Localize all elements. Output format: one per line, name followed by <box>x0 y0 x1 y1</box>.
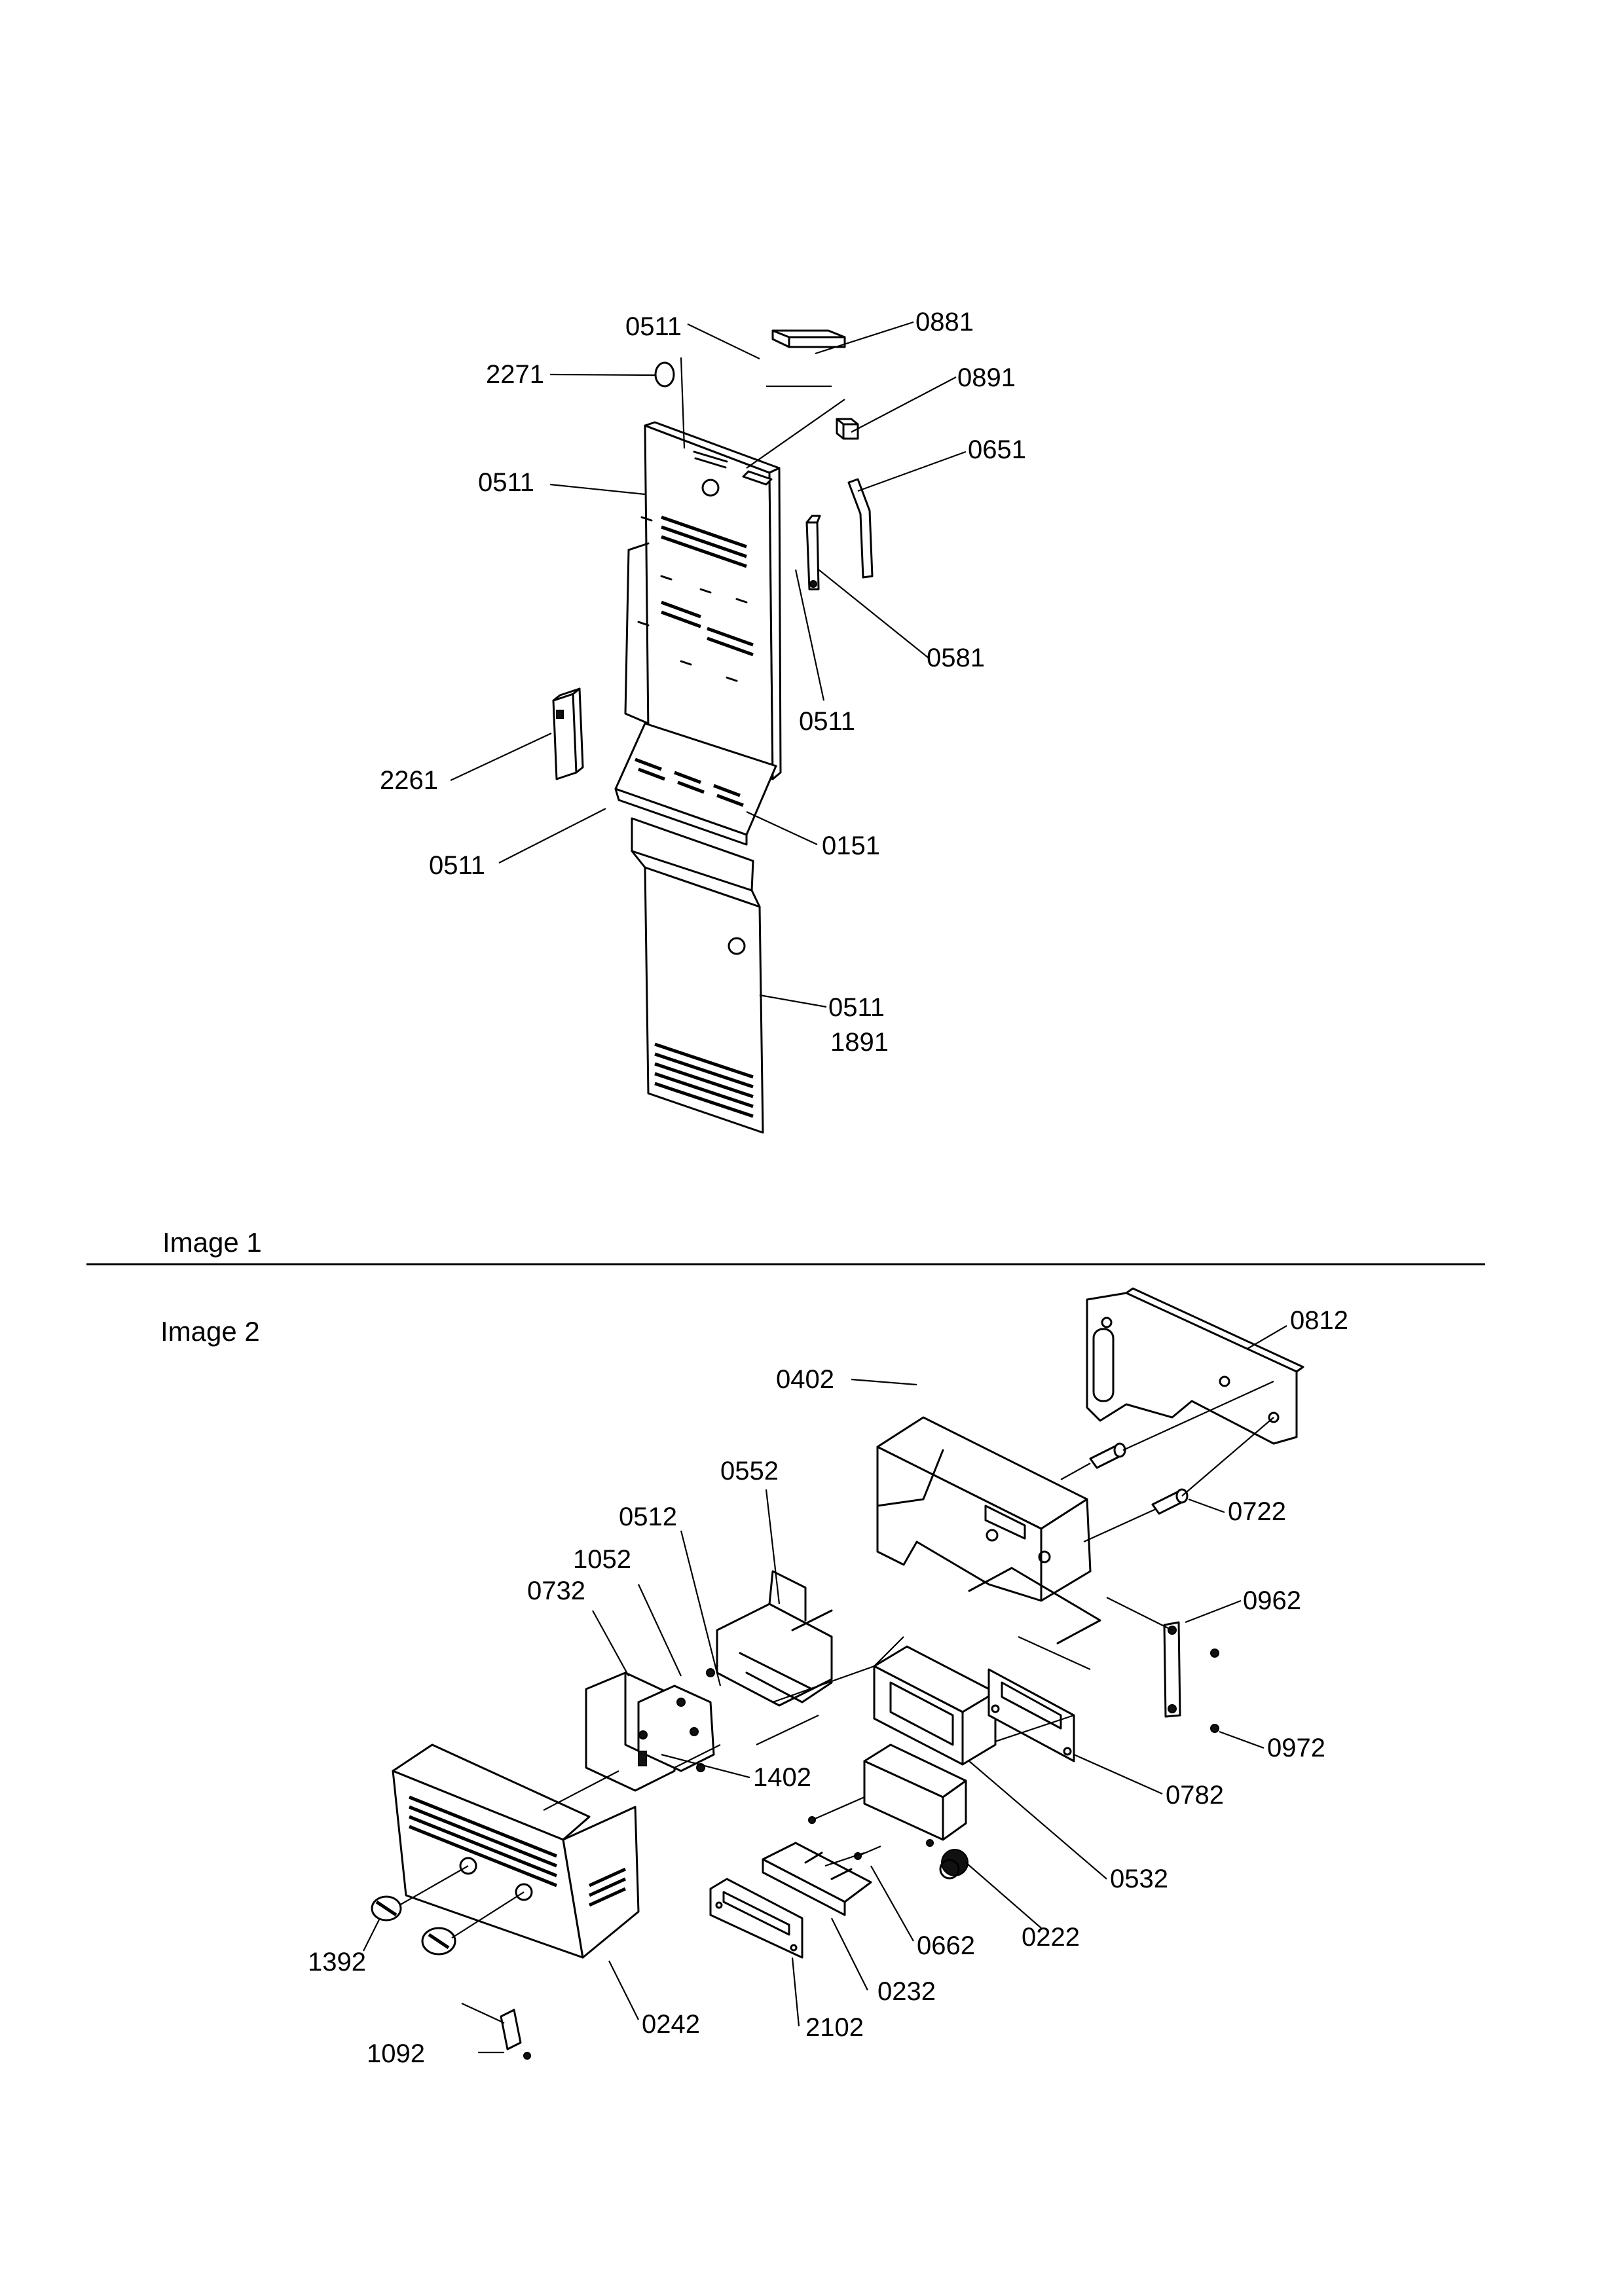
image1-callouts: 0511 0881 2271 0891 0651 0511 0581 0511 … <box>380 308 1026 1057</box>
callout-0511-low: 0511 <box>429 851 485 880</box>
callout-1891: 1891 <box>830 1028 889 1057</box>
callout-2271: 2271 <box>486 360 544 389</box>
callout-0512: 0512 <box>619 1503 677 1531</box>
caption-image-1: Image 1 <box>162 1227 262 1258</box>
part-0151-tray <box>614 722 777 846</box>
callout-0402: 0402 <box>776 1365 834 1394</box>
callout-0532: 0532 <box>1110 1865 1168 1893</box>
callout-1052: 1052 <box>573 1545 631 1574</box>
part-0581-bracket <box>805 515 821 591</box>
part-0552-bracket <box>716 1570 833 1707</box>
image2-assembly-lines <box>543 1635 1091 1867</box>
callout-0222: 0222 <box>1022 1923 1080 1952</box>
part-0662-screws <box>808 1796 881 1860</box>
callout-0662: 0662 <box>917 1931 975 1960</box>
callout-0732: 0732 <box>527 1576 585 1605</box>
callout-0232: 0232 <box>877 1977 936 2006</box>
callout-0962: 0962 <box>1243 1586 1301 1615</box>
callout-1402: 1402 <box>753 1763 811 1792</box>
callout-0151: 0151 <box>822 831 880 860</box>
callout-0881: 0881 <box>915 308 974 337</box>
callout-0511-left: 0511 <box>478 468 534 497</box>
callout-0651: 0651 <box>968 435 1026 464</box>
part-0232-lever <box>762 1842 872 1916</box>
image1-leaders <box>450 321 967 1008</box>
part-0722-spacers <box>1060 1380 1274 1543</box>
part-0511-main-panel <box>624 421 782 780</box>
callout-0242: 0242 <box>642 2010 700 2039</box>
part-0812-mounting-plate <box>1086 1287 1304 1445</box>
part-0651-strip <box>847 478 874 579</box>
part-0242-front-cover <box>392 1743 640 1959</box>
part-0511-lower-cover <box>631 817 764 1134</box>
part-0402-housing <box>876 1416 1101 1645</box>
callout-0511-mid: 0511 <box>799 707 855 736</box>
callout-0581: 0581 <box>927 644 985 672</box>
image1-assembly: 0511 0881 2271 0891 0651 0511 0581 0511 … <box>380 308 1026 1134</box>
callout-0722: 0722 <box>1228 1497 1286 1526</box>
part-2102-plate <box>709 1878 803 1959</box>
callout-2102: 2102 <box>805 2013 864 2042</box>
part-0881-clip <box>771 329 846 348</box>
image2-callouts: 0812 0402 0552 0722 0512 1052 0732 0962 … <box>308 1306 1348 2068</box>
part-2261-bracket <box>552 687 584 780</box>
image2-leaders <box>363 1325 1287 2054</box>
part-2271-cap <box>654 361 675 388</box>
part-0962-bar <box>1106 1597 1219 1733</box>
callout-0972: 0972 <box>1267 1734 1325 1762</box>
callout-0511-top: 0511 <box>625 312 682 341</box>
part-0532-cover <box>873 1645 997 1766</box>
callout-1092: 1092 <box>367 2039 425 2068</box>
callout-0812: 0812 <box>1290 1306 1348 1335</box>
callout-0511-panel: 0511 <box>828 993 885 1022</box>
part-0891-block <box>836 418 859 440</box>
image2-assembly: 0812 0402 0552 0722 0512 1052 0732 0962 … <box>308 1287 1348 2068</box>
callout-0782: 0782 <box>1166 1781 1224 1810</box>
callout-0891: 0891 <box>957 363 1016 392</box>
part-0732-switch-block <box>585 1668 715 1792</box>
part-0782-panel <box>987 1668 1075 1762</box>
callout-2261: 2261 <box>380 766 438 795</box>
callout-1392: 1392 <box>308 1948 366 1977</box>
part-1092-clip <box>461 2003 531 2060</box>
caption-image-2: Image 2 <box>160 1316 260 1347</box>
part-0222-actuator <box>863 1743 969 1880</box>
callout-0552: 0552 <box>720 1457 779 1485</box>
part-1392-knobs <box>371 1865 525 1956</box>
